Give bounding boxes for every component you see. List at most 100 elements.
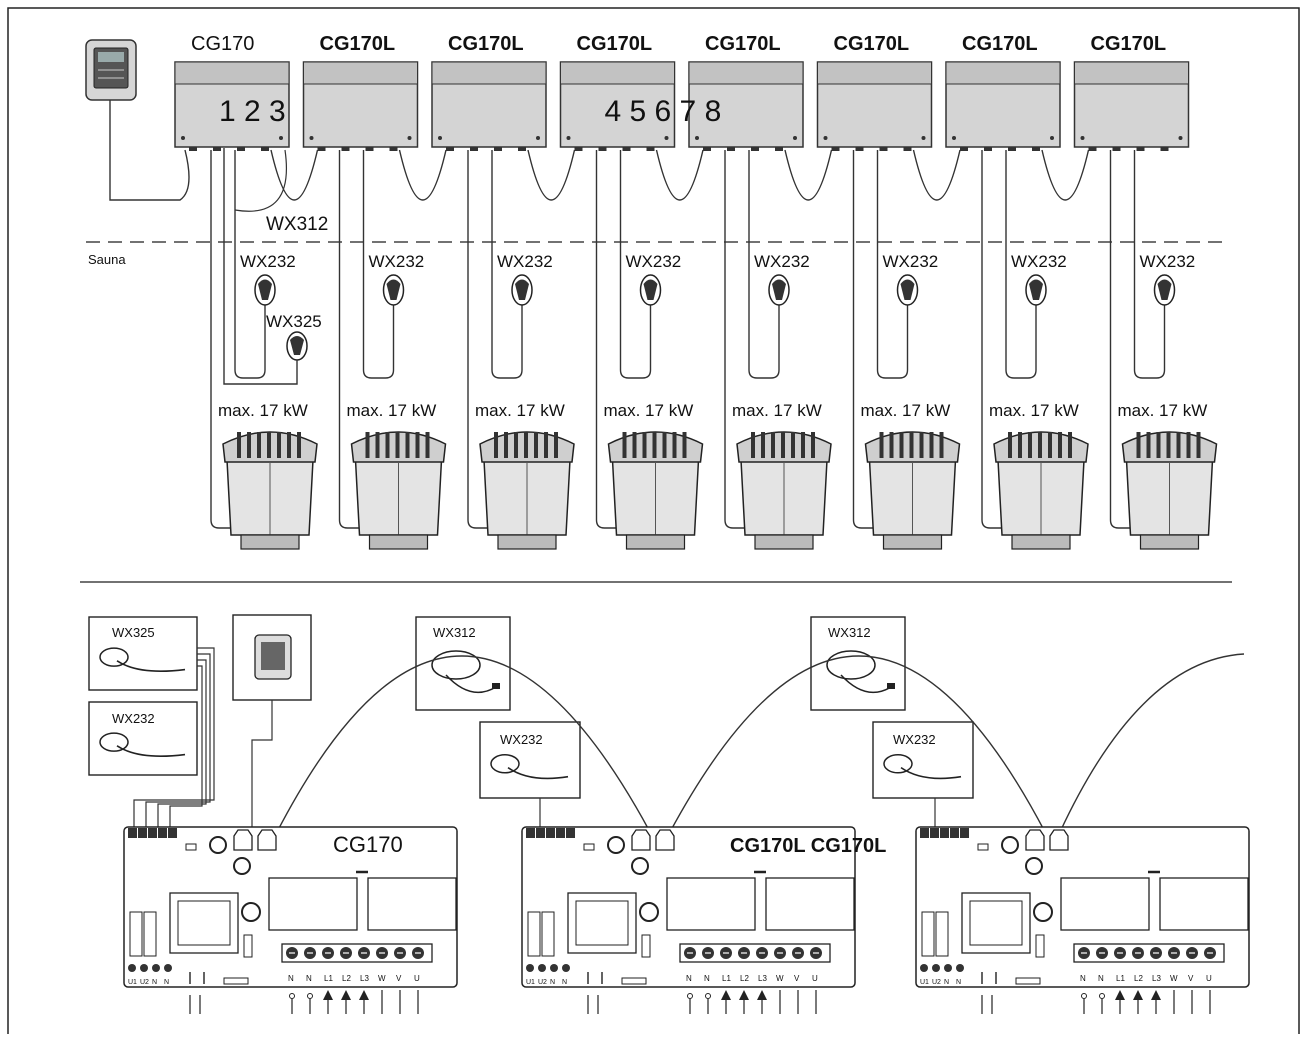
heater-element — [899, 448, 904, 458]
unit-port — [237, 147, 245, 151]
heater-element — [504, 432, 508, 442]
unit-port — [389, 147, 398, 151]
heater-element — [1176, 448, 1181, 458]
heater-element — [494, 440, 498, 450]
heater-cable — [467, 150, 490, 529]
unit-port — [1160, 147, 1169, 151]
unit-port — [213, 147, 221, 151]
heater-element — [761, 432, 765, 442]
heater-element — [682, 440, 687, 450]
sensor-label-6: WX232 — [883, 252, 939, 271]
panel-wire — [251, 700, 273, 830]
unit-screw — [793, 136, 797, 140]
heater-element — [1166, 432, 1171, 442]
terminal-label: L1 — [1116, 974, 1125, 983]
heater-element — [652, 432, 657, 442]
capacitor — [241, 902, 261, 922]
terminal-label: N — [704, 974, 710, 983]
heater-element — [801, 432, 805, 442]
unit-lid — [1074, 61, 1189, 85]
unit-label-8: CG170L — [1091, 33, 1167, 55]
heater-label-2: max. 17 kW — [347, 401, 437, 420]
heater-element — [1058, 432, 1062, 442]
heater-element — [425, 440, 430, 450]
unit-label-6: CG170L — [834, 33, 910, 55]
cable-end-icon — [445, 674, 497, 694]
unit-lid — [303, 61, 418, 85]
control-unit-5 — [688, 61, 833, 550]
heater-element — [237, 440, 241, 450]
heater-element — [1176, 440, 1181, 450]
heater-element — [554, 432, 558, 442]
unit-port — [831, 147, 840, 151]
sensor-cable — [1005, 150, 1037, 379]
control-unit-2 — [302, 61, 447, 550]
heater-cable — [981, 150, 1004, 529]
sensor-label-7: WX232 — [1011, 252, 1067, 271]
heater-element — [385, 440, 390, 450]
unit-link-cable — [784, 149, 833, 201]
part-box-wx232-3 — [872, 721, 974, 799]
unit-port — [855, 147, 864, 151]
unit-port — [341, 147, 350, 151]
heater-element — [662, 440, 667, 450]
small-component — [977, 843, 989, 851]
heater-element — [1186, 432, 1191, 442]
unit-port — [574, 147, 583, 151]
sensor-terminal — [168, 828, 177, 838]
heater-cable — [1109, 150, 1133, 529]
sensor-wire — [133, 647, 215, 830]
heater-element — [632, 440, 637, 450]
heater-element — [771, 432, 775, 442]
sensor-terminal — [566, 828, 575, 838]
heater-element — [524, 440, 528, 450]
heater-element — [919, 440, 924, 450]
terminal-block — [1073, 943, 1225, 963]
part-box-wx232-1 — [88, 701, 198, 776]
heater-element — [771, 448, 775, 458]
heater-element — [652, 440, 657, 450]
heater-element — [909, 432, 914, 442]
heater-element — [889, 440, 894, 450]
capacitor — [631, 857, 649, 875]
relay — [666, 877, 756, 931]
unit-port — [622, 147, 631, 151]
heater-element — [1186, 448, 1191, 458]
sensor-wire — [145, 653, 211, 830]
heater-element — [375, 448, 380, 458]
part-label-wx232-1: WX232 — [112, 711, 155, 726]
heater-element — [1136, 432, 1141, 442]
heater-element — [1038, 440, 1042, 450]
unit-screw — [181, 136, 185, 140]
heater-element — [1068, 448, 1072, 458]
unit-label-5: CG170L — [705, 33, 781, 55]
heater-element — [524, 448, 528, 458]
unit-screw — [438, 136, 442, 140]
heater-label-4: max. 17 kW — [604, 401, 694, 420]
part-label-wx232-2: WX232 — [500, 732, 543, 747]
heater-icon — [607, 431, 704, 550]
heater-icon — [864, 431, 961, 550]
unit-screw — [566, 136, 571, 140]
terminal-label: N — [1098, 974, 1104, 983]
unit-lid — [945, 61, 1061, 85]
phase-arrow — [721, 990, 731, 1000]
heater-label-1: max. 17 kW — [218, 401, 308, 420]
heater-element — [632, 448, 637, 458]
sensor-icon-detail — [386, 279, 401, 300]
sensor-cable — [362, 150, 395, 379]
transformer-core — [969, 900, 1023, 946]
sensor-terminal — [128, 828, 137, 838]
heater-element — [425, 448, 430, 458]
sensor-terminal — [148, 828, 157, 838]
terminal-label: W — [378, 974, 386, 983]
heater-element — [277, 448, 281, 458]
terminal-block — [281, 943, 433, 963]
small-component — [583, 843, 595, 851]
sensor-icon-detail — [772, 279, 786, 300]
small-terminal — [128, 964, 136, 972]
sensor-label-8: WX232 — [1140, 252, 1196, 271]
unit-digits-1: 1 2 3 — [219, 95, 286, 128]
unit-screw — [695, 136, 699, 140]
rj-port — [655, 829, 675, 851]
